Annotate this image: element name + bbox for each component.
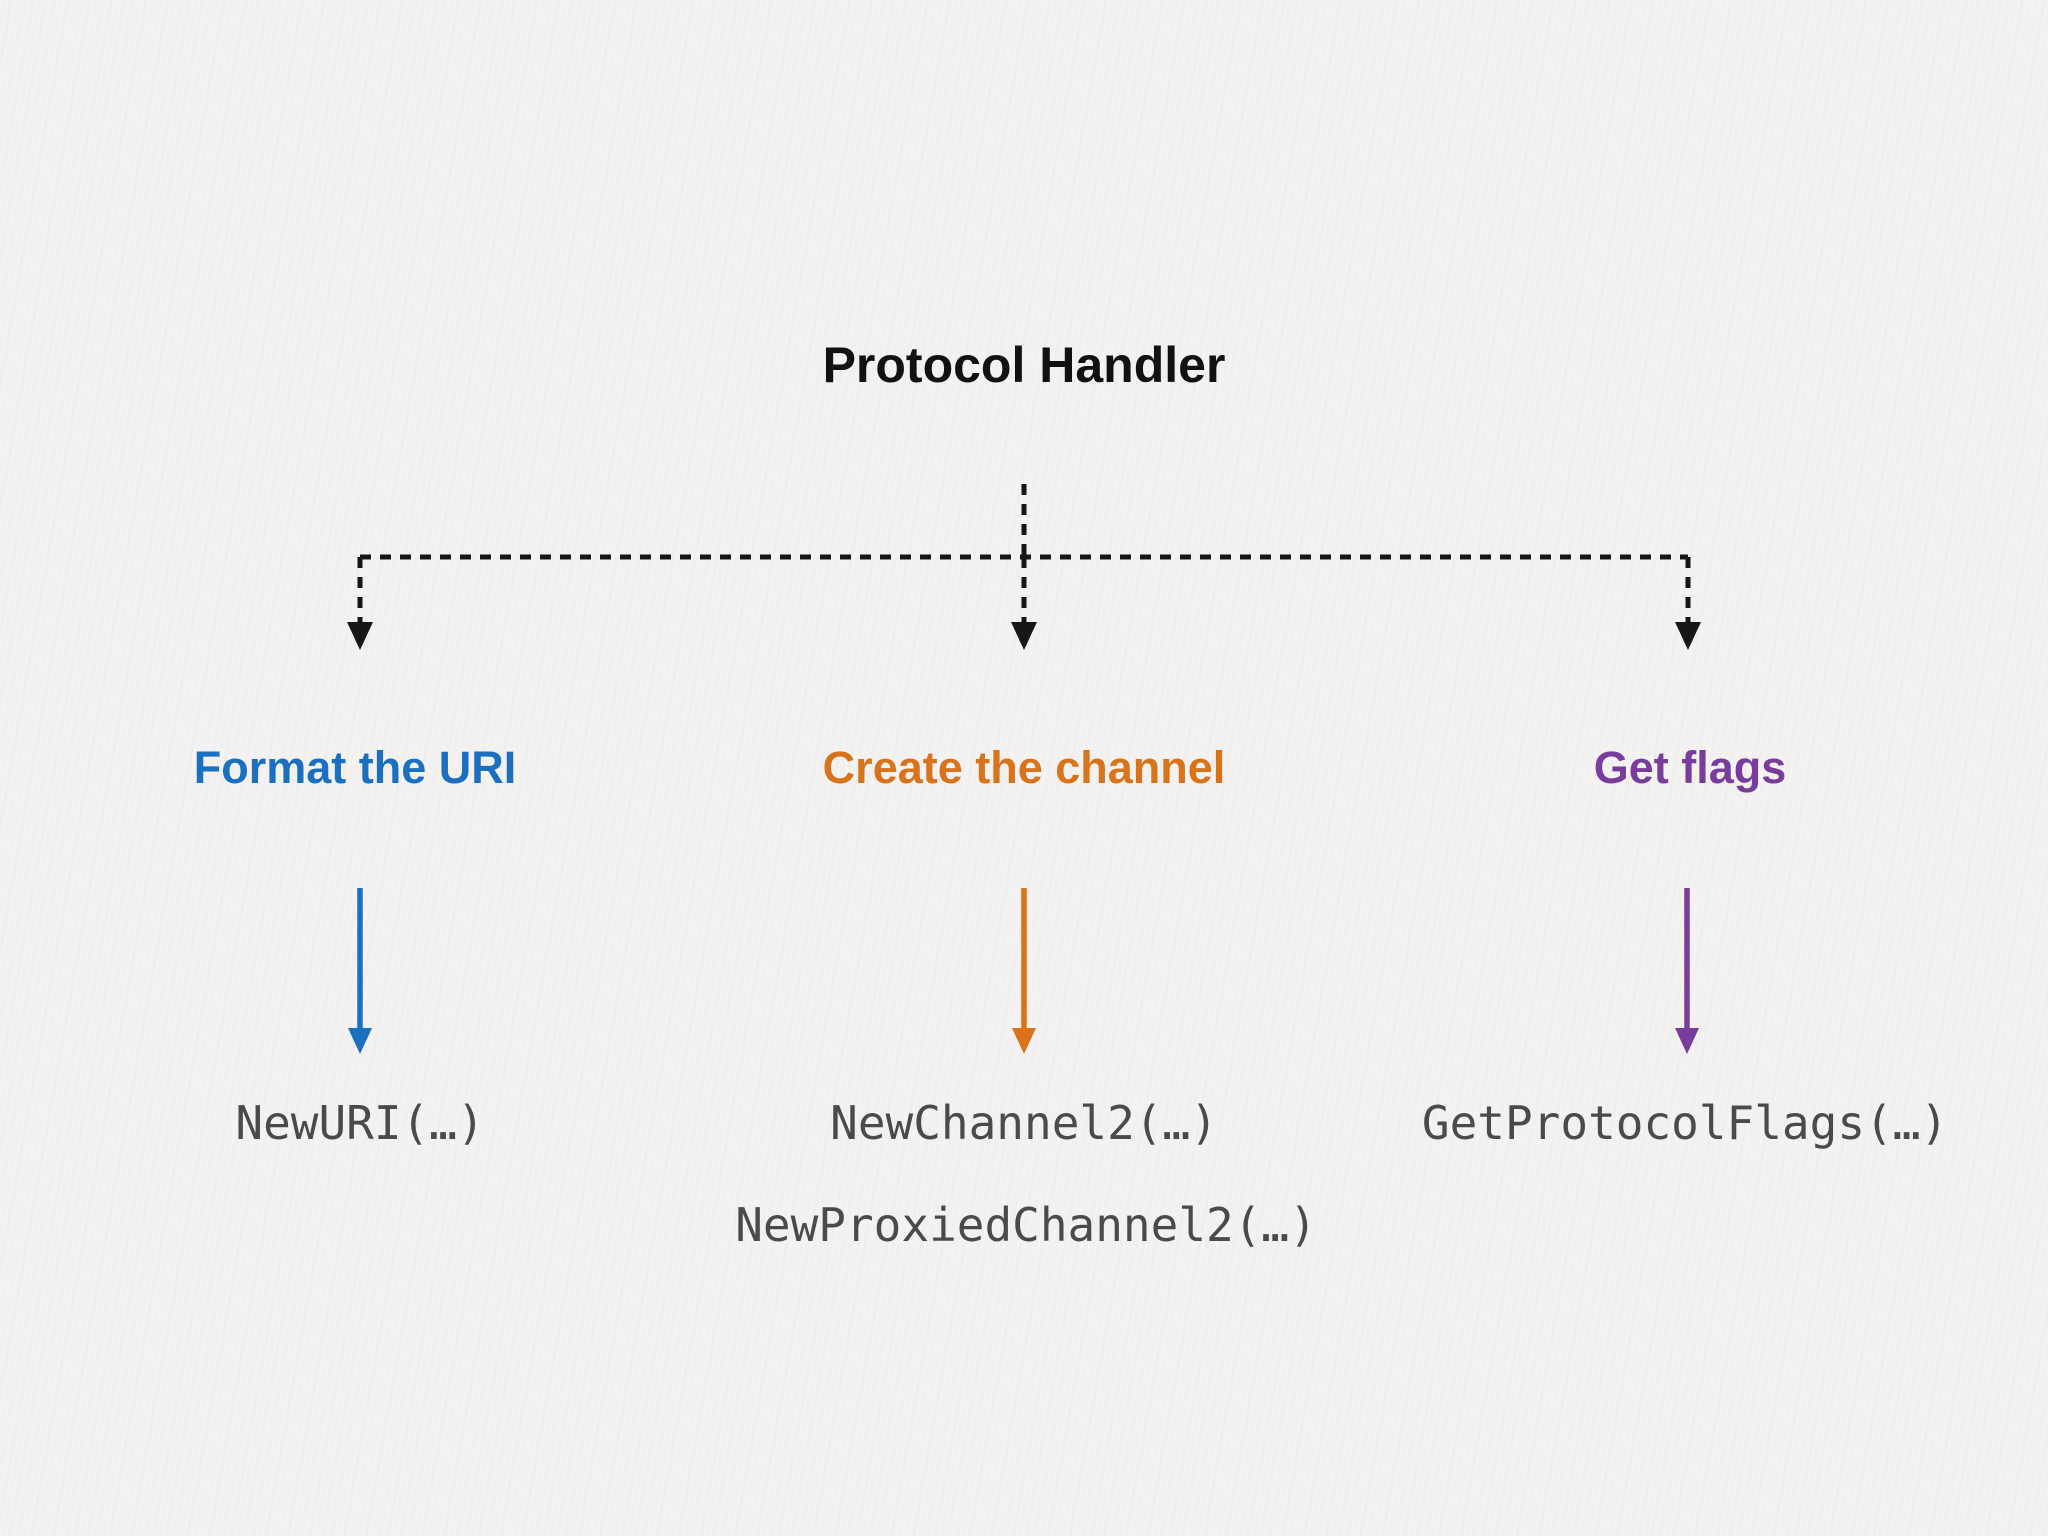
function-newchannel2: NewChannel2(…): [830, 1096, 1218, 1150]
function-getprotocolflags: GetProtocolFlags(…): [1421, 1096, 1949, 1150]
create-channel-arrowhead-icon: [1012, 1028, 1036, 1054]
function-newproxiedchannel2: NewProxiedChannel2(…): [735, 1198, 1317, 1252]
get-flags-arrowhead-icon: [1675, 1028, 1699, 1054]
center-branch-arrowhead-icon: [1011, 622, 1037, 650]
format-uri-arrowhead-icon: [348, 1028, 372, 1054]
branch-label-create-channel: Create the channel: [822, 742, 1226, 793]
right-branch-arrowhead-icon: [1675, 622, 1701, 650]
diagram-title: Protocol Handler: [822, 337, 1226, 393]
function-newuri: NewURI(…): [235, 1096, 485, 1150]
branch-label-get-flags: Get flags: [1593, 742, 1787, 793]
left-branch-arrowhead-icon: [347, 622, 373, 650]
branch-label-format-uri: Format the URI: [193, 742, 517, 793]
